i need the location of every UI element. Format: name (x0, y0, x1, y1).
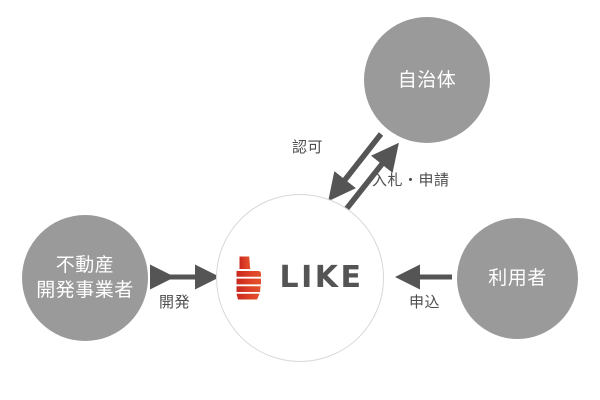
node-developer[interactable]: 不動産 開発事業者 (22, 215, 148, 341)
node-center-like[interactable]: LIKE (216, 194, 384, 362)
like-logo: LIKE (236, 256, 363, 300)
thumbs-up-icon (236, 256, 270, 300)
node-user[interactable]: 利用者 (457, 218, 578, 339)
edge-label-apply: 申込 (409, 293, 441, 311)
edge-label-approval: 認可 (292, 138, 324, 156)
node-developer-label: 不動産 開発事業者 (36, 254, 134, 301)
like-logo-text: LIKE (279, 260, 364, 295)
node-government[interactable]: 自治体 (364, 17, 490, 143)
edge-label-bid: 入札・申請 (372, 171, 450, 189)
node-government-label: 自治体 (397, 68, 457, 91)
edge-label-develop: 開発 (159, 293, 191, 311)
node-user-label: 利用者 (488, 267, 547, 289)
